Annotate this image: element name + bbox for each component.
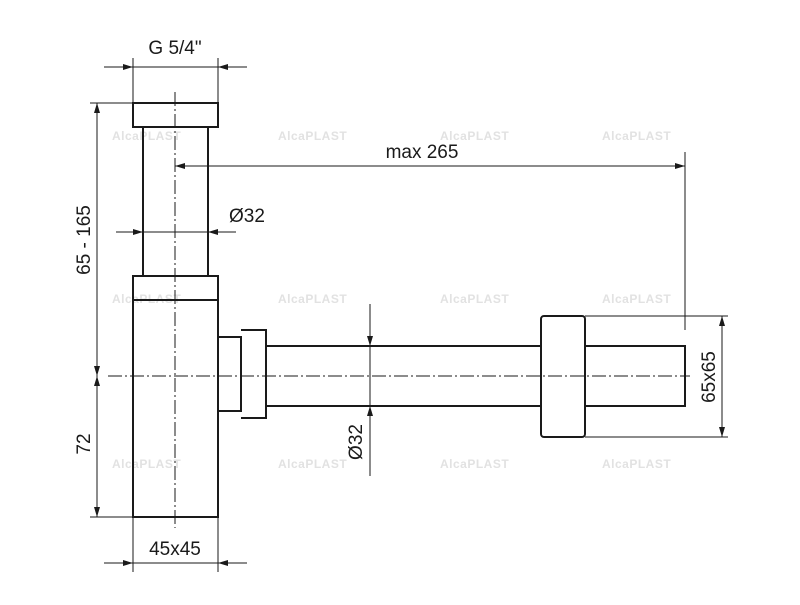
dimension-wall-flange: 65x65 (585, 315, 728, 438)
thread-label: G 5/4" (148, 38, 201, 59)
watermark: AlcaPLAST (602, 129, 671, 143)
outlet-nut (218, 336, 242, 412)
dimension-upper-diameter: Ø32 (116, 206, 265, 235)
watermark: AlcaPLAST (440, 292, 509, 306)
outlet-connector (241, 329, 267, 419)
dimension-heights: 65 - 165 72 (74, 102, 133, 518)
height-range-label: 65 - 165 (74, 205, 95, 275)
outlet-pipe (266, 345, 541, 407)
pipe-diameter-label: Ø32 (346, 424, 367, 460)
wall-flange-label: 65x65 (699, 351, 720, 403)
dimension-pipe-diameter: Ø32 (346, 304, 373, 476)
lower-height-label: 72 (74, 433, 95, 454)
watermark: AlcaPLAST (112, 129, 181, 143)
watermark: AlcaPLAST (278, 292, 347, 306)
watermark: AlcaPLAST (278, 457, 347, 471)
watermarks: AlcaPLAST AlcaPLAST AlcaPLAST AlcaPLAST … (112, 129, 671, 471)
max-length-label: max 265 (386, 142, 459, 163)
watermark: AlcaPLAST (112, 457, 181, 471)
siphon-body (132, 299, 219, 518)
watermark: AlcaPLAST (278, 129, 347, 143)
wall-pipe-end (585, 345, 686, 407)
watermark: AlcaPLAST (602, 457, 671, 471)
dimension-thread: G 5/4" (104, 38, 247, 103)
body-size-label: 45x45 (149, 539, 201, 560)
wall-rosette (540, 315, 586, 438)
watermark: AlcaPLAST (602, 292, 671, 306)
upper-diameter-label: Ø32 (229, 206, 265, 227)
dimension-max-length: max 265 (175, 142, 686, 330)
dimension-body-size: 45x45 (104, 517, 247, 572)
siphon-part (132, 102, 686, 518)
watermark: AlcaPLAST (440, 129, 509, 143)
watermark: AlcaPLAST (440, 457, 509, 471)
